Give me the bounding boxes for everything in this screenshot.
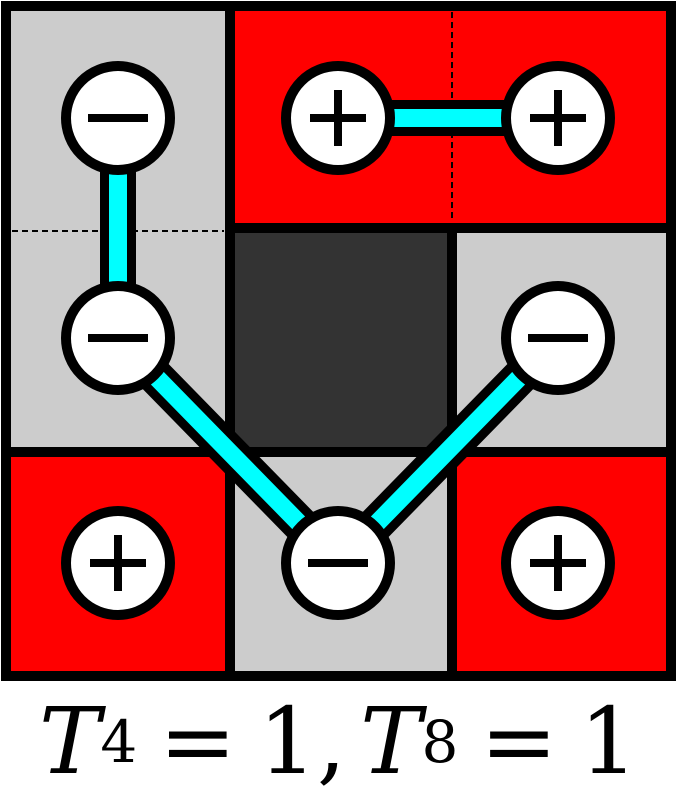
plus-charge-icon: [501, 61, 615, 175]
caption-t8-value: 1: [579, 688, 639, 795]
charges-layer: [61, 61, 615, 620]
minus-charge-icon: [281, 506, 395, 620]
lattice-diagram: [1, 1, 676, 681]
caption-separator: ,: [316, 688, 347, 795]
caption-t8-equals: =: [480, 688, 558, 795]
caption-t4-variable: T: [38, 688, 101, 795]
minus-charge-icon: [61, 281, 175, 395]
plus-charge-icon: [281, 61, 395, 175]
plus-charge-icon: [501, 506, 615, 620]
plus-charge-icon: [61, 506, 175, 620]
caption-t4-equals: =: [159, 688, 237, 795]
cell-middle-center: [225, 223, 457, 457]
minus-charge-icon: [61, 61, 175, 175]
caption-t8-variable: T: [360, 688, 422, 795]
caption-t4-value: 1: [258, 688, 317, 795]
minus-charge-icon: [501, 281, 615, 395]
